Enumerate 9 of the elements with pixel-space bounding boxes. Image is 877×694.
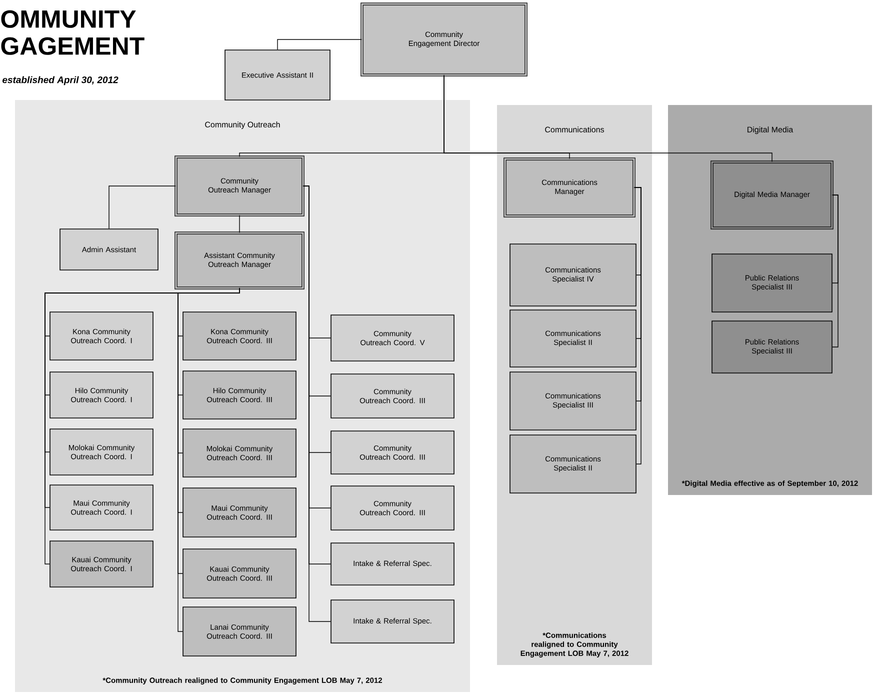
connector-line xyxy=(108,186,176,229)
connector-line xyxy=(634,187,642,464)
connector-line xyxy=(239,214,240,234)
connector-line xyxy=(832,194,838,348)
subheading: established April 30, 2012 xyxy=(2,76,118,86)
connector-line xyxy=(178,288,240,632)
connector-line xyxy=(444,74,772,162)
heading: OMMUNITY GAGEMENT xyxy=(1,10,144,55)
connector-line xyxy=(277,39,362,50)
